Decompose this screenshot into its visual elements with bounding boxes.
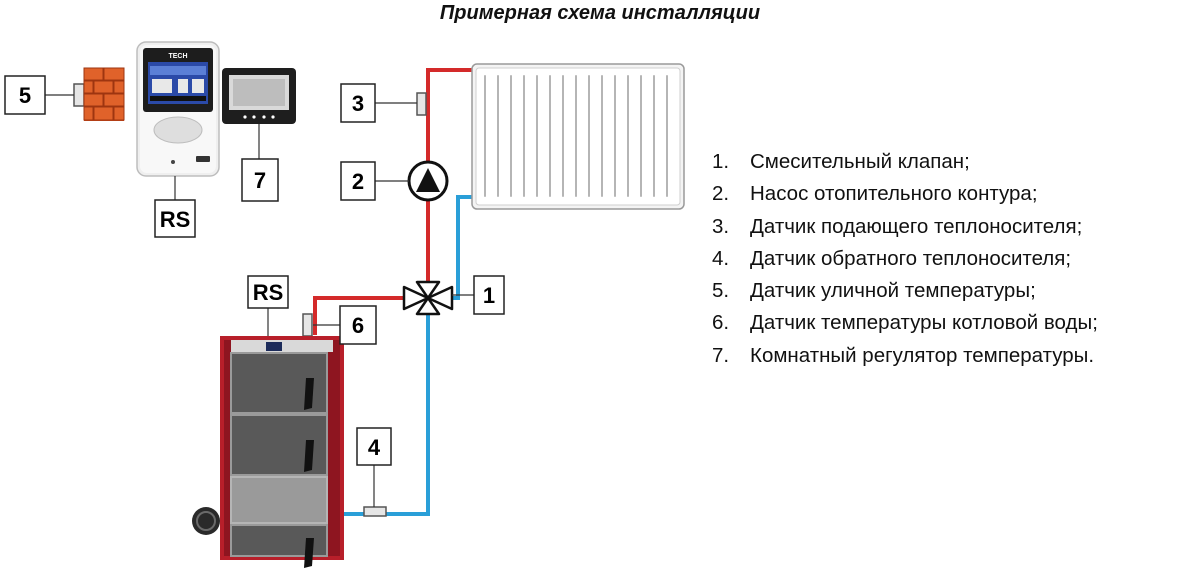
supply-sensor xyxy=(416,92,427,116)
return-pipes xyxy=(344,195,476,516)
legend-item-number: 7. xyxy=(712,343,730,367)
supply-pipes xyxy=(313,68,476,335)
label-6-box xyxy=(339,305,377,345)
legend-item: 4. Датчик обратного теплоносителя; xyxy=(712,243,1098,275)
mixing-valve xyxy=(402,280,454,316)
label-rs-boiler: RS xyxy=(253,280,284,305)
label-rs-controller: RS xyxy=(160,207,191,232)
return-sensor xyxy=(363,506,387,517)
outdoor-sensor xyxy=(73,83,85,107)
legend-item-number: 5. xyxy=(712,279,730,303)
label-4-box xyxy=(356,427,392,466)
radiator-supply-pipe xyxy=(426,68,476,282)
label-5: 5 xyxy=(19,83,31,108)
leader-lines xyxy=(45,94,474,507)
brick-wall-icon xyxy=(83,67,125,121)
label-7-box xyxy=(241,158,279,202)
legend-item: 3. Датчик подающего теплоносителя; xyxy=(712,211,1098,243)
legend-item-number: 1. xyxy=(712,150,730,173)
label-1-box xyxy=(473,275,505,315)
room-regulator xyxy=(222,68,296,124)
legend-item-text: Смесительный клапан; xyxy=(750,150,970,173)
legend-item: 6. Датчик температуры котловой воды; xyxy=(712,307,1098,339)
legend-item: 7. Комнатный регулятор температуры. xyxy=(712,340,1098,372)
legend-item-text: Комнатный регулятор температуры. xyxy=(750,343,1095,367)
label-5-box xyxy=(4,75,46,115)
legend-item-text: Насос отопительного контура; xyxy=(750,182,1038,206)
legend-item-number: 3. xyxy=(712,214,730,238)
legend-item: 1. Смесительный клапан; xyxy=(712,146,1098,178)
legend-item-text: Датчик уличной температуры; xyxy=(750,279,1036,303)
boiler-sensor xyxy=(302,313,313,337)
legend-item-text: Датчик обратного теплоносителя; xyxy=(750,246,1072,270)
radiator xyxy=(471,63,685,210)
label-2: 2 xyxy=(352,169,364,194)
circulation-pump xyxy=(407,160,449,202)
boiler-supply-pipe xyxy=(313,296,410,335)
label-4: 4 xyxy=(368,435,381,460)
diagram-title: Примерная схема инсталляции xyxy=(439,2,761,24)
controller-device: TECH xyxy=(136,41,220,177)
legend-item-number: 4. xyxy=(712,246,730,270)
radiator-return-pipe xyxy=(446,195,476,300)
legend-item-number: 6. xyxy=(712,311,730,335)
label-1: 1 xyxy=(483,283,495,308)
label-rs-controller-box xyxy=(154,199,196,238)
label-3: 3 xyxy=(352,91,364,116)
component-legend: 1. Смесительный клапан; 2. Насос отопительн… xyxy=(712,146,1098,372)
label-3-box xyxy=(340,83,376,123)
label-6: 6 xyxy=(352,313,364,338)
boiler xyxy=(192,336,344,568)
legend-item-text: Датчик температуры котловой воды; xyxy=(750,311,1098,335)
legend-item-number: 2. xyxy=(712,182,730,206)
controller-brand-label: TECH xyxy=(168,53,187,60)
label-7: 7 xyxy=(254,168,266,193)
legend-item-text: Датчик подающего теплоносителя; xyxy=(750,214,1083,238)
label-rs-boiler-box xyxy=(247,275,289,309)
label-2-box xyxy=(340,161,376,201)
legend-item: 5. Датчик уличной температуры; xyxy=(712,275,1098,307)
legend-item: 2. Насос отопительного контура; xyxy=(712,178,1098,210)
